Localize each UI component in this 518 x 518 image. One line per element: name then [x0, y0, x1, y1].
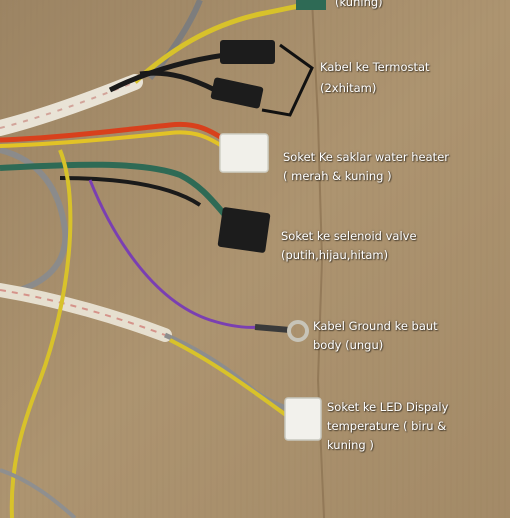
yellow-wire-pair: [0, 130, 227, 150]
water-heater-socket: [219, 133, 269, 173]
label-led-line3: kuning ): [327, 438, 374, 452]
green-wire: [0, 161, 228, 217]
label-water-heater-line2: ( merah & kuning ): [283, 169, 392, 183]
gray-wire-bottom-left: [0, 468, 77, 518]
selenoid-socket: [217, 207, 271, 253]
label-termostat-line2: (2xhitam): [320, 81, 377, 95]
label-led-line2: temperature ( biru &: [327, 419, 447, 433]
termostat-bracket: [261, 43, 314, 117]
label-ground: Kabel Ground ke baut body (ungu): [313, 319, 438, 353]
purple-wire: [88, 179, 261, 329]
termostat-connector-2: [210, 77, 264, 109]
label-termostat: Kabel ke Termostat (2xhitam): [320, 60, 430, 96]
label-selenoid-line2: (putih,hijau,hitam): [281, 248, 389, 262]
label-top-cut-text: (kuning): [335, 0, 383, 9]
label-led-line1: Soket ke LED Dispaly: [327, 400, 449, 414]
harness-sleeve-bottom: [0, 283, 172, 342]
top-connector: [296, 0, 326, 10]
red-wire: [0, 121, 227, 143]
termostat-connector-1: [220, 40, 275, 64]
yellow-wire-long: [9, 149, 73, 518]
label-water-heater-line1: Soket Ke saklar water heater: [283, 150, 449, 164]
label-top-cut: (kuning): [335, 0, 383, 10]
black-wire-selenoid: [59, 176, 202, 207]
ground-lug-sleeve: [254, 324, 291, 333]
yellow-wire-led: [169, 338, 292, 420]
label-ground-line2: body (ungu): [313, 338, 384, 352]
label-water-heater: Soket Ke saklar water heater ( merah & k…: [283, 150, 449, 184]
ground-ring-terminal: [287, 320, 309, 342]
led-socket: [284, 397, 322, 441]
right-border: [510, 0, 518, 518]
gray-wire-left: [0, 147, 69, 293]
harness-sleeve-top-stripe: [0, 81, 136, 129]
label-ground-line1: Kabel Ground ke baut: [313, 319, 438, 333]
label-termostat-line1: Kabel ke Termostat: [320, 60, 430, 74]
label-selenoid-line1: Soket ke selenoid valve: [281, 229, 417, 243]
label-led: Soket ke LED Dispaly temperature ( biru …: [327, 400, 448, 453]
black-wire-termostat-2: [139, 70, 217, 93]
label-selenoid: Soket ke selenoid valve (putih,hijau,hit…: [281, 229, 417, 263]
black-wire-termostat-1: [108, 52, 226, 93]
